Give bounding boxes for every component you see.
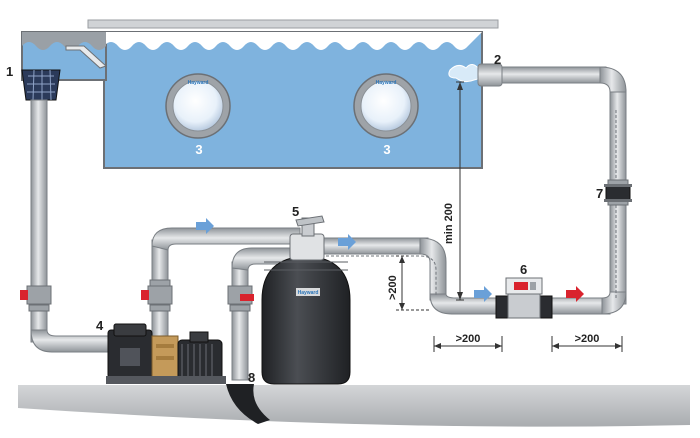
label-3-right: 3 [383, 142, 390, 157]
water-surface [104, 32, 482, 50]
ground [18, 385, 690, 427]
valve-discharge [141, 285, 173, 305]
flow-arrow-1 [196, 218, 214, 234]
filter-badge: Hayward [298, 290, 319, 296]
dim-min-200: min 200 [443, 203, 455, 244]
label-3-left: 3 [195, 142, 202, 157]
label-6: 6 [520, 262, 527, 277]
pool [21, 19, 499, 169]
flow-arrow-3 [474, 286, 492, 302]
pipe-couplings [28, 179, 629, 312]
label-1: 1 [6, 64, 13, 79]
valve-suction [20, 285, 52, 305]
flow-arrow-2 [338, 234, 356, 250]
label-7: 7 [596, 186, 603, 201]
lamp-right-brand: Hayward [376, 80, 397, 86]
pump [106, 323, 226, 384]
check-valve [604, 184, 632, 202]
pool-coping [87, 19, 499, 29]
label-5: 5 [292, 204, 299, 219]
valve-waste [227, 285, 254, 305]
sand-filter: Hayward [261, 215, 351, 385]
dim-heater-before: >200 [456, 333, 481, 345]
skimmer-basket [21, 69, 61, 101]
dim-heater-after: >200 [575, 333, 600, 345]
return-inlet [448, 63, 503, 87]
pool-lamp-right: Hayward [353, 73, 419, 139]
pool-lamp-left: Hayward [165, 73, 231, 139]
dim-filter-200: >200 [387, 275, 399, 300]
skimmer-surface [22, 32, 106, 50]
heater [495, 277, 553, 319]
floor-drain [226, 384, 270, 424]
skimmer-weir [65, 45, 107, 69]
label-2: 2 [494, 52, 501, 67]
lamp-left-brand: Hayward [188, 80, 209, 86]
label-8: 8 [248, 370, 255, 385]
pool-basin [103, 31, 483, 169]
dimension-arrowheads [399, 82, 622, 349]
flow-arrow-hot [566, 286, 584, 302]
label-4: 4 [96, 318, 104, 333]
flow-arrows [196, 218, 584, 302]
ball-valves [20, 285, 254, 305]
